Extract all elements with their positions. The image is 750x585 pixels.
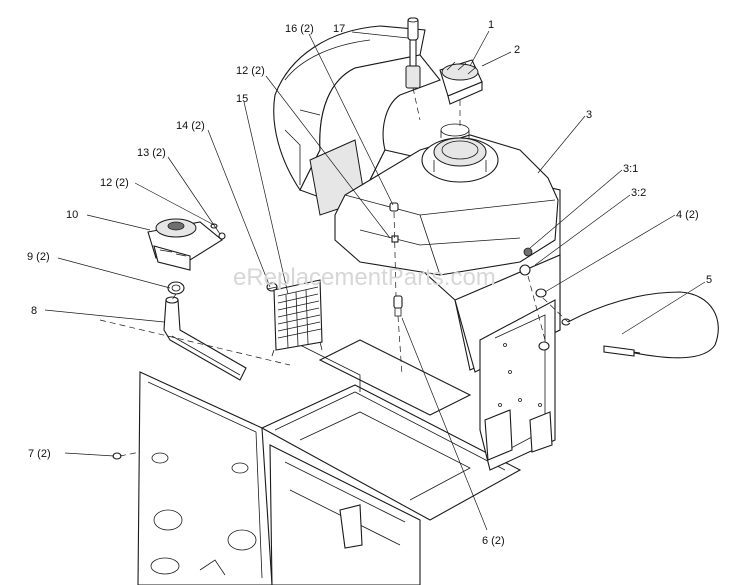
watermark: eReplacementParts.com (233, 264, 496, 291)
callout-16: 16 (2) (285, 23, 314, 35)
callout-3-1: 3:1 (623, 163, 638, 175)
callout-2: 2 (514, 44, 520, 56)
alignment-lines (99, 87, 569, 457)
callout-17: 17 (333, 23, 345, 35)
callout-10: 10 (66, 209, 78, 221)
callout-4: 4 (2) (676, 209, 699, 221)
callout-13: 13 (2) (137, 147, 166, 159)
callout-3: 3 (586, 109, 592, 121)
callout-12-left: 12 (2) (100, 177, 129, 189)
chassis-frame (137, 339, 522, 585)
fuel-cap (439, 59, 483, 105)
grille-screen (271, 279, 323, 357)
callout-8: 8 (31, 305, 37, 317)
hose (163, 296, 247, 381)
callout-7: 7 (2) (28, 448, 51, 460)
callout-15: 15 (236, 93, 248, 105)
callout-3-2: 3:2 (631, 187, 646, 199)
callout-5: 5 (706, 274, 712, 286)
hardware-screws (112, 202, 571, 460)
bracket-assembly (147, 218, 223, 295)
fuel-line (567, 291, 719, 359)
callout-9: 9 (2) (27, 251, 50, 263)
callout-1: 1 (488, 19, 494, 31)
callout-14: 14 (2) (176, 120, 205, 132)
leader-lines (44, 30, 706, 531)
callout-12-right: 12 (2) (236, 65, 265, 77)
fuel-tank (334, 123, 559, 276)
callout-labels: 1 2 3 3:1 3:2 4 (2) 5 6 (2) 7 (2) 8 9 (2… (27, 19, 712, 547)
callout-6: 6 (2) (482, 535, 505, 547)
vent-tube (405, 17, 421, 89)
